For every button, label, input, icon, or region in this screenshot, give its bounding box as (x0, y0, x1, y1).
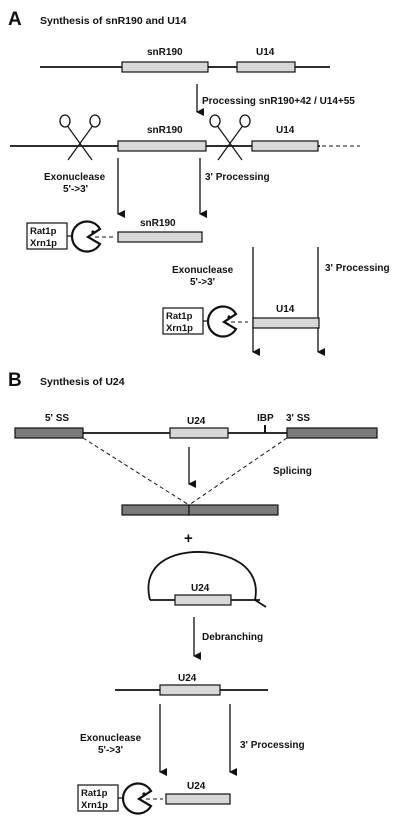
u14-label-3: U14 (276, 304, 295, 315)
cleaved-transcript: snR190 U14 (10, 125, 360, 152)
u24-label: U24 (187, 416, 206, 427)
scissors-icon (209, 114, 251, 161)
direction-label-a2: 5'->3' (190, 277, 215, 288)
direction-label-a1: 5'->3' (63, 184, 88, 195)
snr190-label-3: snR190 (140, 218, 176, 229)
enzyme-box (77, 784, 119, 812)
exonuclease-pacman-icon (206, 305, 238, 338)
splice-line-left (82, 437, 190, 506)
primary-transcript-a: snR190 U14 (40, 47, 330, 73)
u24-label-2: U24 (191, 583, 210, 594)
exonuclease-pacman-icon (70, 220, 102, 253)
exonuclease-label-a1: Exonuclease (44, 172, 106, 183)
panel-a-letter: A (8, 9, 22, 30)
u14-box-2 (251, 140, 319, 152)
snr190-label-2: snR190 (147, 125, 183, 136)
rat1-xrn1-complex: Rat1p Xrn1p (77, 782, 163, 815)
rat1-xrn1-complex: Rat1p Xrn1p (162, 305, 248, 338)
ss3-label: 3' SS (286, 413, 310, 424)
u14-box (236, 61, 296, 73)
exonuclease-label-b: Exonuclease (80, 733, 142, 744)
panel-a-title: Synthesis of snR190 and U14 (40, 15, 187, 27)
ibp-label: IBP (257, 413, 274, 424)
processing3-label-a1: 3' Processing (205, 172, 270, 183)
u24-mature-box (165, 793, 231, 805)
lariat-intron: U24 (147, 551, 267, 608)
spliced-exon2 (188, 504, 279, 516)
plus-sign: + (184, 530, 193, 547)
splice-line-right (188, 437, 288, 506)
ss5-label: 5' SS (45, 413, 69, 424)
exonuclease-label-a2: Exonuclease (172, 265, 234, 276)
exonuclease-pacman-icon (121, 782, 153, 815)
scissors-icon (59, 114, 101, 161)
snr190-box-2 (117, 140, 207, 152)
exon2-box (286, 427, 378, 439)
u14-label: U14 (256, 47, 275, 58)
enzyme-box (162, 307, 204, 335)
enzyme-xrn1p: Xrn1p (81, 800, 108, 811)
enzyme-xrn1p: Xrn1p (166, 323, 193, 334)
panel-b-letter: B (8, 370, 22, 391)
enzyme-rat1p: Rat1p (166, 311, 193, 322)
rat1-xrn1-complex: Rat1p Xrn1p (26, 220, 114, 253)
snr190-label: snR190 (147, 47, 183, 58)
enzyme-box (26, 222, 68, 250)
enzyme-xrn1p: Xrn1p (30, 238, 57, 249)
u14-label-2: U14 (276, 125, 295, 136)
u24-label-4: U24 (187, 781, 206, 792)
enzyme-rat1p: Rat1p (30, 226, 57, 237)
u14-mature-box (252, 317, 320, 329)
spliced-exon1 (121, 504, 190, 516)
splicing-label: Splicing (273, 466, 312, 477)
processing3-label-a2: 3' Processing (325, 263, 390, 274)
u24-lariat-box (174, 594, 232, 606)
u24-box (169, 427, 229, 439)
snr190-box (121, 61, 209, 73)
panel-b-title: Synthesis of U24 (40, 376, 125, 388)
processing3-label-b: 3' Processing (240, 740, 305, 751)
debranching-label: Debranching (202, 632, 263, 643)
processing-label: Processing snR190+42 / U14+55 (202, 96, 355, 107)
enzyme-rat1p: Rat1p (81, 788, 108, 799)
exon1-box (14, 427, 84, 439)
u24-linear-box (159, 684, 221, 696)
direction-label-b: 5'->3' (98, 745, 123, 756)
u24-label-3: U24 (178, 673, 197, 684)
pre-mrna: 5' SS U24 IBP 3' SS (14, 413, 378, 439)
snr190-mature-box (117, 231, 203, 243)
